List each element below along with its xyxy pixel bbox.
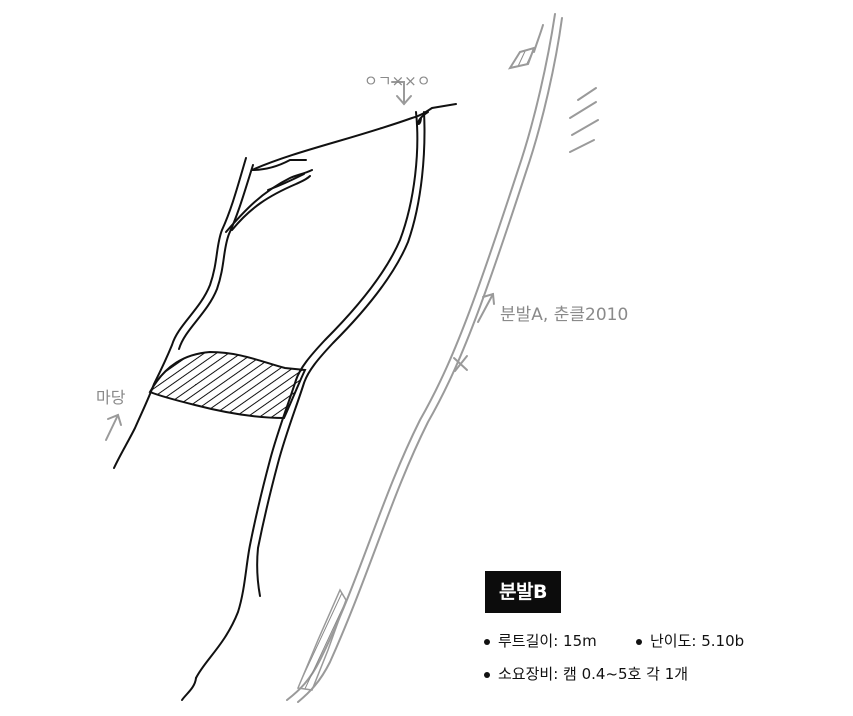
grey-wall-strokes bbox=[569, 87, 599, 153]
route-name-badge: 분발B bbox=[485, 571, 561, 613]
grey-hatched-ledge-bottom bbox=[296, 588, 347, 691]
grey-hatched-ledge-top bbox=[507, 46, 536, 70]
hatched-ledge bbox=[148, 350, 307, 420]
route-length-line: 루트길이: 15m bbox=[484, 630, 597, 651]
bullet-icon bbox=[484, 638, 490, 645]
route-gear: 소요장비: 캠 0.4~5호 각 1개 bbox=[498, 665, 689, 683]
anchor-arrow bbox=[391, 81, 412, 106]
anchor-marks-label: ㅇㄱ××ㅇ bbox=[364, 72, 431, 90]
main-route-crack bbox=[113, 103, 457, 701]
route-length: 루트길이: 15m bbox=[498, 632, 597, 650]
route-grade-line: 난이도: 5.10b bbox=[636, 630, 744, 651]
bullet-icon bbox=[636, 638, 642, 645]
crux-x-mark bbox=[453, 355, 468, 372]
ledge-label: 마당 bbox=[96, 388, 126, 407]
route-grade: 난이도: 5.10b bbox=[650, 632, 745, 650]
neighbor-route-label: 분발A, 춘클2010 bbox=[500, 305, 628, 325]
ledge-arrow bbox=[105, 413, 122, 441]
bullet-icon bbox=[484, 671, 490, 678]
route-gear-line: 소요장비: 캠 0.4~5호 각 1개 bbox=[484, 663, 688, 684]
neighbor-route-arrow bbox=[477, 292, 495, 323]
